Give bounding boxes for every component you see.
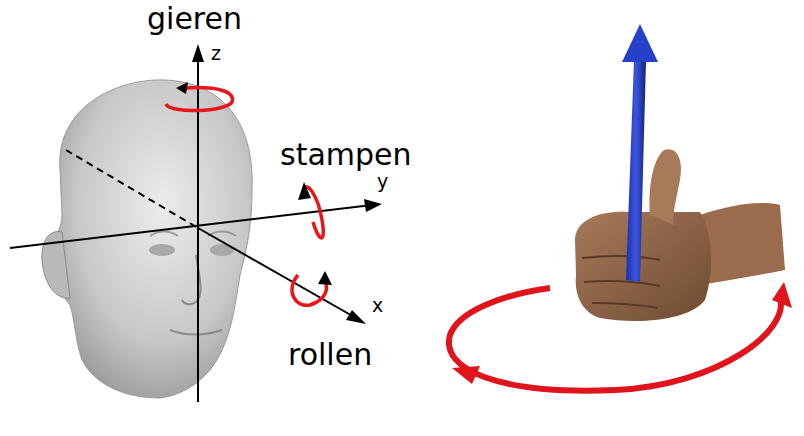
rotation-label: stampen bbox=[280, 140, 412, 170]
axis-arrow bbox=[622, 24, 658, 282]
right-hand-rule bbox=[449, 203, 792, 391]
rotation-arrows bbox=[166, 82, 332, 305]
thumb bbox=[650, 149, 682, 225]
rotation-label: gieren bbox=[147, 4, 242, 34]
axis-label: y bbox=[377, 172, 388, 191]
rotation-label: rollen bbox=[288, 340, 372, 370]
axis-label: z bbox=[211, 44, 221, 63]
coordinate-axes bbox=[10, 44, 382, 402]
head-figure bbox=[42, 80, 252, 398]
axis-label: x bbox=[372, 296, 383, 315]
